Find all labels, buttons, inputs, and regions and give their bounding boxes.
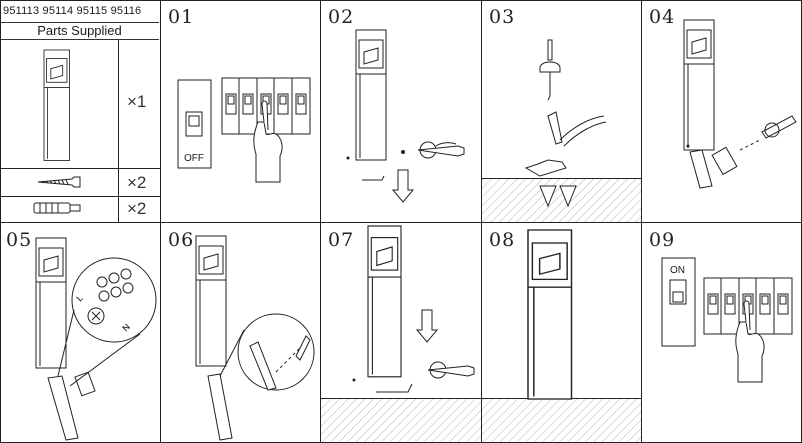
- parts-supplied-title: Parts Supplied: [0, 22, 159, 40]
- step-number-04: 04: [649, 6, 676, 28]
- wire-label-n: N: [120, 322, 132, 334]
- step-number-01: 01: [168, 6, 195, 28]
- step03-drawing: [524, 39, 607, 208]
- step-number-05: 05: [6, 229, 33, 251]
- wall-plug-part-drawing: [33, 202, 81, 214]
- step08-drawing: [527, 229, 573, 400]
- step06-drawing: [195, 235, 315, 441]
- step07-drawing: [352, 225, 475, 393]
- breaker-off-label: OFF: [184, 153, 204, 164]
- bollard-part-drawing: [43, 49, 70, 161]
- step09-drawing: [661, 257, 793, 383]
- step01-drawing: [177, 77, 311, 183]
- model-numbers: 951113 95114 95115 95116: [3, 5, 142, 17]
- step02-drawing: [346, 29, 465, 203]
- qty-screw: ×2: [127, 173, 147, 192]
- step04-drawing: [683, 19, 797, 189]
- step-number-03: 03: [489, 6, 516, 28]
- screw-part-drawing: [37, 176, 81, 188]
- qty-wall-plug: ×2: [127, 199, 147, 218]
- step-number-07: 07: [328, 229, 355, 251]
- step-number-09: 09: [649, 229, 676, 251]
- qty-bollard: ×1: [127, 92, 147, 111]
- step-number-06: 06: [168, 229, 195, 251]
- breaker-on-label: ON: [670, 265, 685, 276]
- wire-label-l: L: [74, 293, 85, 304]
- step05-drawing: L N: [35, 237, 157, 441]
- step-number-02: 02: [328, 6, 355, 28]
- step-number-08: 08: [489, 229, 516, 251]
